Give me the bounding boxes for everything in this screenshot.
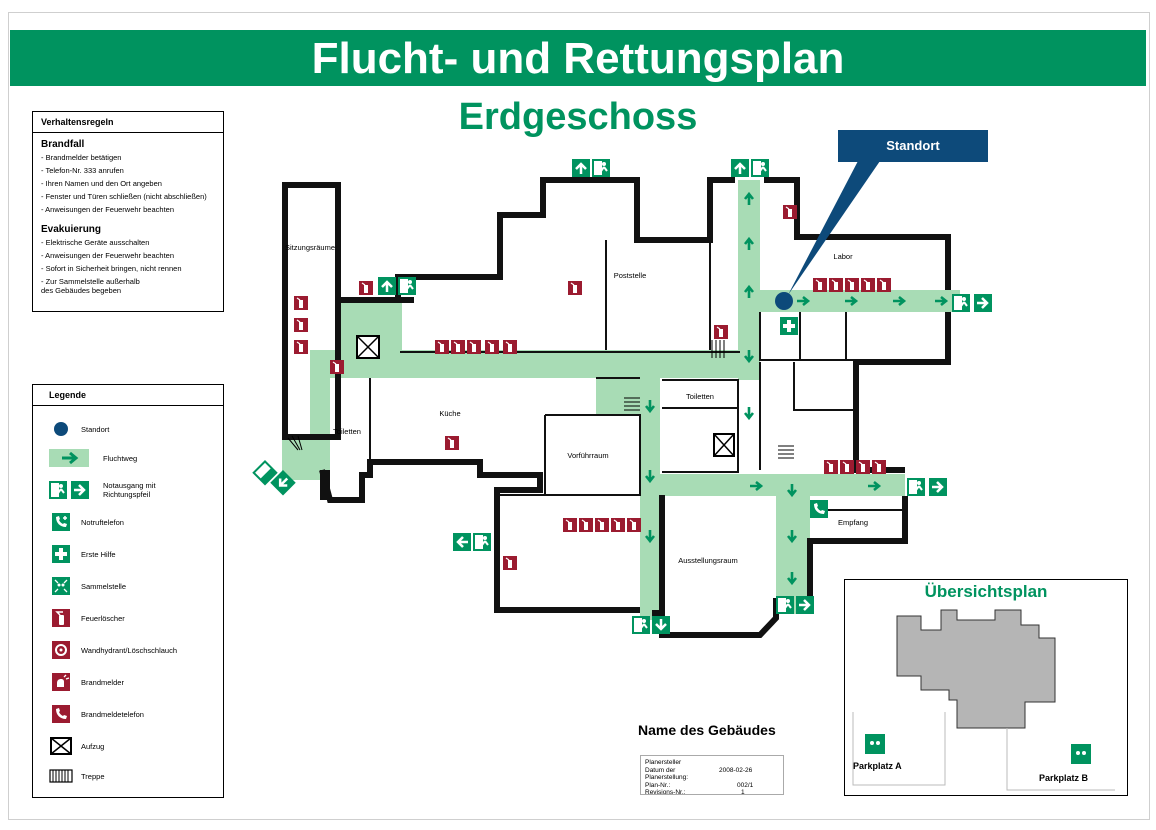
- legend-box: Legende Standort Fluchtweg Notausgang mi…: [32, 384, 224, 798]
- walls: [282, 177, 951, 638]
- plan-metadata: Planersteller Datum der Planerstellung:2…: [640, 755, 784, 796]
- legend-item: Notausgang mit Richtungspfeil: [49, 481, 173, 499]
- page-title: Flucht- und Rettungsplan: [10, 30, 1146, 86]
- rule-line: - Elektrische Geräte ausschalten: [41, 238, 150, 247]
- rules-heading: Verhaltensregeln: [33, 112, 223, 133]
- legend-item: Feuerlöscher: [49, 609, 125, 627]
- plan-frame: [8, 12, 1150, 820]
- rule-line: - Fenster und Türen schließen (nicht abs…: [41, 192, 207, 201]
- room-label-poststelle: Poststelle: [614, 271, 647, 280]
- inner-walls: [369, 240, 948, 511]
- emergency-exit-sign: [252, 157, 994, 636]
- room-label-vorfuehrraum: Vorführraum: [567, 451, 608, 460]
- legend-item: Erste Hilfe: [49, 545, 116, 563]
- rule-line: - Telefon-Nr. 333 anrufen: [41, 166, 124, 175]
- first-aid-icon: [780, 317, 798, 335]
- room-label-kueche: Küche: [439, 409, 460, 418]
- overview-title: Übersichtsplan: [924, 582, 1048, 601]
- legend-item: Sammelstelle: [49, 577, 126, 595]
- rules-section-title: Brandfall: [41, 139, 85, 150]
- legend-item: Treppe: [49, 769, 105, 783]
- escape-route: [282, 180, 960, 620]
- fluchtweg-arrow-icon: [49, 449, 89, 467]
- fire-phone-icon: [52, 705, 70, 723]
- elevator-icon: [713, 433, 735, 457]
- rule-line: - Brandmelder betätigen: [41, 153, 122, 162]
- standort-dot-icon: [54, 422, 68, 436]
- rule-line: - Sofort in Sicherheit bringen, nicht re…: [41, 264, 182, 273]
- standort-label: Standort: [886, 138, 940, 153]
- fire-alarm-icon: [52, 673, 70, 691]
- legend-item: Notruftelefon: [49, 513, 124, 531]
- room-label-toiletten: Toiletten: [686, 392, 714, 401]
- elevator-icon: [356, 335, 380, 359]
- legend-item: Aufzug: [49, 737, 104, 755]
- rule-line: - Anweisungen der Feuerwehr beachten: [41, 251, 175, 260]
- building-name: Name des Gebäudes: [638, 722, 776, 738]
- rule-line: - Zur Sammelstelle außerhalb des Gebäude…: [41, 277, 140, 295]
- rules-box: Verhaltensregeln Brandfall - Brandmelder…: [32, 111, 224, 312]
- rule-line: - Anweisungen der Feuerwehr beachten: [41, 205, 175, 214]
- room-label-sitzungsraeume: Sitzungsräume: [285, 243, 335, 252]
- stairs-icon: [287, 340, 794, 459]
- legend-item: Wandhydrant/Löschschlauch: [49, 641, 177, 659]
- elevator-icon: [50, 737, 72, 755]
- parkplatz-a-label: Parkplatz A: [853, 761, 902, 771]
- room-label-empfang: Empfang: [838, 518, 868, 527]
- rules-section-title: Evakuierung: [41, 224, 102, 235]
- parkplatz-b-label: Parkplatz B: [1039, 773, 1089, 783]
- emergency-phone-icon: [52, 513, 70, 531]
- floor-title: Erdgeschoss: [458, 96, 698, 138]
- standort-dot: [775, 292, 793, 310]
- legend-heading: Legende: [33, 385, 223, 406]
- assembly-point-icon: [865, 734, 885, 754]
- room-label-ausstellungsraum: Ausstellungsraum: [678, 556, 738, 565]
- stairs-icon: [49, 769, 73, 783]
- legend-item: Fluchtweg: [49, 449, 137, 467]
- rule-line: - Ihren Namen und den Ort angeben: [41, 179, 162, 188]
- standort-callout: Standort: [775, 130, 988, 310]
- emergency-exit-icon: [49, 481, 89, 499]
- room-label-toiletten: Toiletten: [333, 427, 361, 436]
- legend-item: Standort: [49, 421, 109, 437]
- emergency-phone-icon: [810, 500, 828, 518]
- assembly-point-icon: [52, 577, 70, 595]
- room-label-labor: Labor: [833, 252, 853, 261]
- fire-extinguisher-icon: [52, 609, 70, 627]
- first-aid-icon: [52, 545, 70, 563]
- legend-item: Brandmelder: [49, 673, 124, 691]
- overview-map: Übersichtsplan Parkplatz A Parkplatz B: [844, 579, 1128, 796]
- assembly-point-icon: [1071, 744, 1091, 764]
- overview-building: [852, 609, 1115, 791]
- fire-hose-icon: [52, 641, 70, 659]
- legend-item: Brandmeldetelefon: [49, 705, 144, 723]
